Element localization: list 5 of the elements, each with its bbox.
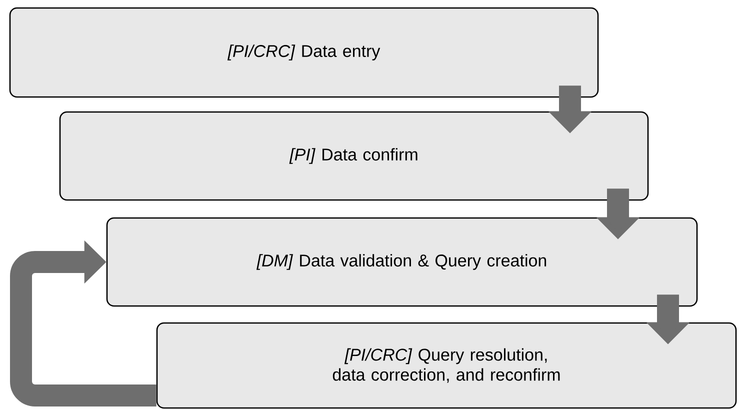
process-box: [PI] Data confirm bbox=[59, 111, 649, 201]
process-box: [DM] Data validation & Query creation bbox=[106, 217, 698, 307]
block-arrow bbox=[10, 240, 156, 406]
process-box: [PI/CRC] Query resolution, data correction, and reconfirm bbox=[156, 322, 737, 409]
process-box: [PI/CRC] Data entry bbox=[9, 7, 599, 98]
